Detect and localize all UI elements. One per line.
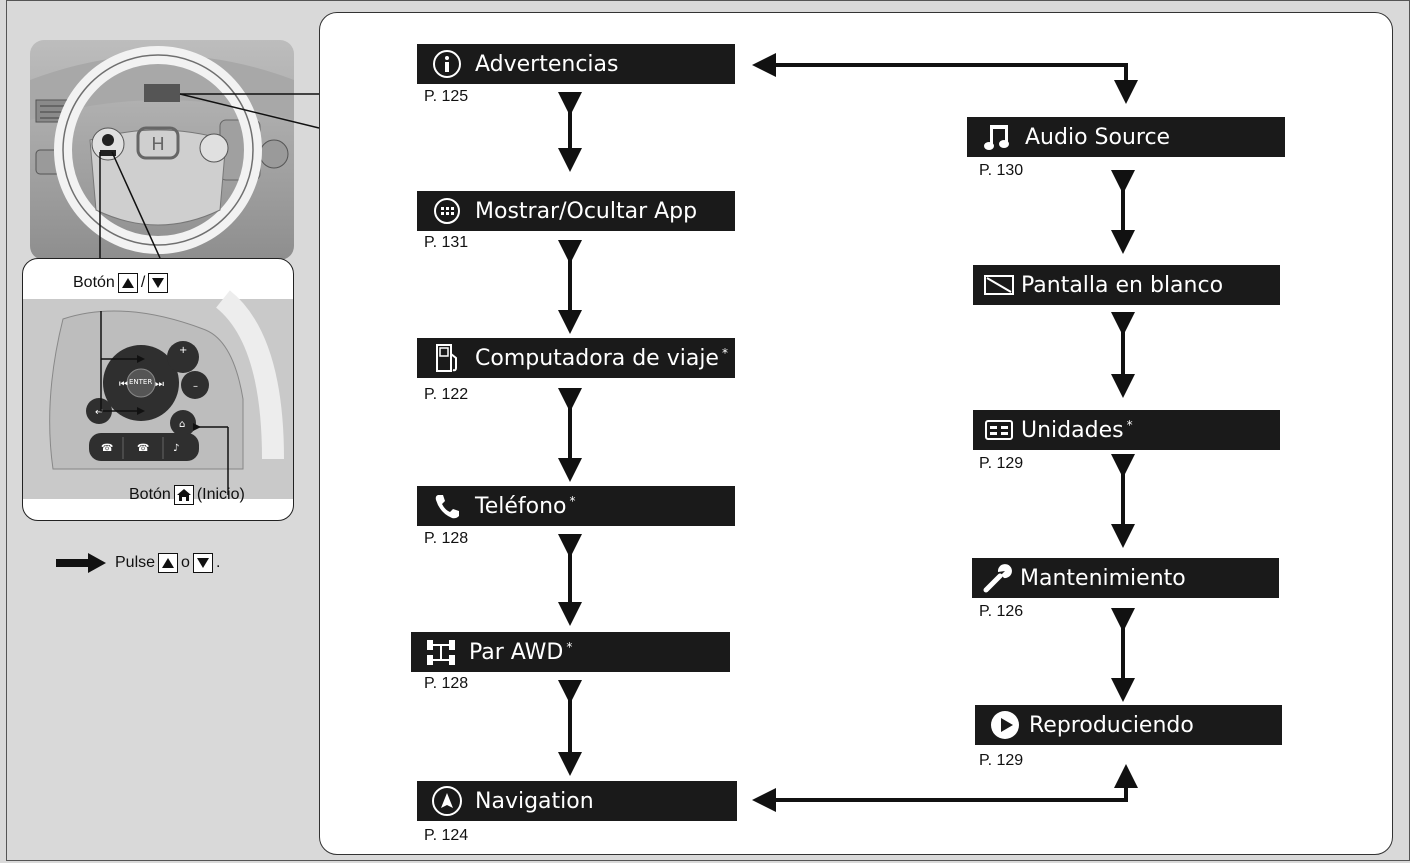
up-arrow-icon: [117, 273, 138, 293]
svg-text:⏭: ⏭: [155, 379, 164, 390]
page-ref: P. 129: [979, 455, 1024, 472]
page-ref: P. 128: [424, 530, 469, 547]
home-prefix: Botón: [129, 486, 171, 503]
menu-item-navigation: Navigation: [417, 781, 737, 821]
updown-prefix: Botón: [73, 274, 115, 291]
down-arrow-icon: [148, 273, 169, 293]
footnote-star: *: [569, 494, 576, 508]
legend: Pulse o .: [56, 553, 220, 573]
menu-item-mostrar-ocultar-app: Mostrar/Ocultar App: [417, 191, 735, 231]
legend-prefix: Pulse: [115, 554, 156, 571]
apps-grid-icon: [425, 191, 469, 231]
page-ref: P. 129: [979, 752, 1024, 769]
menu-label: Mostrar/Ocultar App: [475, 198, 698, 224]
page-ref: P. 128: [424, 675, 469, 692]
menu-label: Mantenimiento: [1020, 565, 1186, 591]
footnote-star: *: [566, 640, 573, 654]
steering-control-detail: ⏮ ⏭ + – ⌂ ↩ ☎ ☎ ♪ ENTER Botón / Botón (Inicio…: [22, 258, 294, 521]
svg-text:☎: ☎: [137, 443, 149, 454]
page-ref: P. 130: [979, 162, 1024, 179]
menu-label: Pantalla en blanco: [1021, 272, 1224, 298]
menu-item-advertencias: Advertencias: [417, 44, 735, 84]
menu-label: Reproduciendo: [1029, 712, 1194, 738]
up-arrow-icon: [158, 553, 179, 573]
menu-item-reproduciendo: Reproduciendo: [975, 705, 1282, 745]
right-arrow-icon: [56, 553, 106, 573]
navigation-icon: [425, 781, 469, 821]
page-ref: P. 126: [979, 603, 1024, 620]
menu-label: Advertencias: [475, 51, 619, 77]
page-ref: P. 122: [424, 386, 469, 403]
legend-middle: o: [181, 554, 190, 571]
wrench-icon: [976, 558, 1020, 598]
svg-text:–: –: [193, 381, 198, 392]
info-icon: [425, 44, 469, 84]
svg-text:↩: ↩: [95, 407, 103, 418]
home-button-label: Botón (Inicio): [129, 485, 245, 505]
legend-suffix: .: [215, 554, 221, 571]
home-suffix: (Inicio): [196, 486, 245, 503]
menu-item-unidades: Unidades *: [973, 410, 1280, 450]
updown-button-label: Botón /: [73, 273, 169, 293]
units-icon: [977, 410, 1021, 450]
menu-label: Teléfono: [475, 493, 567, 519]
dashboard-illustration: H: [30, 40, 294, 260]
home-icon: [173, 485, 194, 505]
svg-text:♪: ♪: [173, 443, 179, 454]
svg-text:H: H: [151, 134, 165, 155]
enter-label: ENTER: [129, 378, 153, 386]
svg-text:⌂: ⌂: [179, 419, 185, 430]
menu-item-par-awd: Par AWD *: [411, 632, 730, 672]
updown-separator: /: [140, 274, 146, 291]
menu-item-telefono: Teléfono *: [417, 486, 735, 526]
menu-label: Computadora de viaje: [475, 345, 719, 371]
music-note-icon: [975, 117, 1019, 157]
awd-icon: [419, 632, 463, 672]
down-arrow-icon: [192, 553, 213, 573]
blank-screen-icon: [977, 265, 1021, 305]
menu-item-computadora-de-viaje: Computadora de viaje *: [417, 338, 735, 378]
footnote-star: *: [1126, 418, 1133, 432]
page-ref: P. 125: [424, 88, 469, 105]
footnote-star: *: [721, 346, 728, 360]
page-ref: P. 131: [424, 234, 469, 251]
fuel-pump-icon: [425, 338, 469, 378]
play-icon: [983, 705, 1027, 745]
menu-item-audio-source: Audio Source: [967, 117, 1285, 157]
menu-label: Par AWD: [469, 639, 564, 665]
menu-item-pantalla-en-blanco: Pantalla en blanco: [973, 265, 1280, 305]
menu-label: Navigation: [475, 788, 594, 814]
svg-text:⏮: ⏮: [119, 379, 128, 390]
menu-label: Audio Source: [1025, 124, 1171, 150]
page-ref: P. 124: [424, 827, 469, 844]
phone-icon: [425, 486, 469, 526]
svg-text:+: +: [179, 345, 187, 356]
svg-text:☎: ☎: [101, 443, 113, 454]
menu-item-mantenimiento: Mantenimiento: [972, 558, 1279, 598]
menu-label: Unidades: [1021, 417, 1124, 443]
